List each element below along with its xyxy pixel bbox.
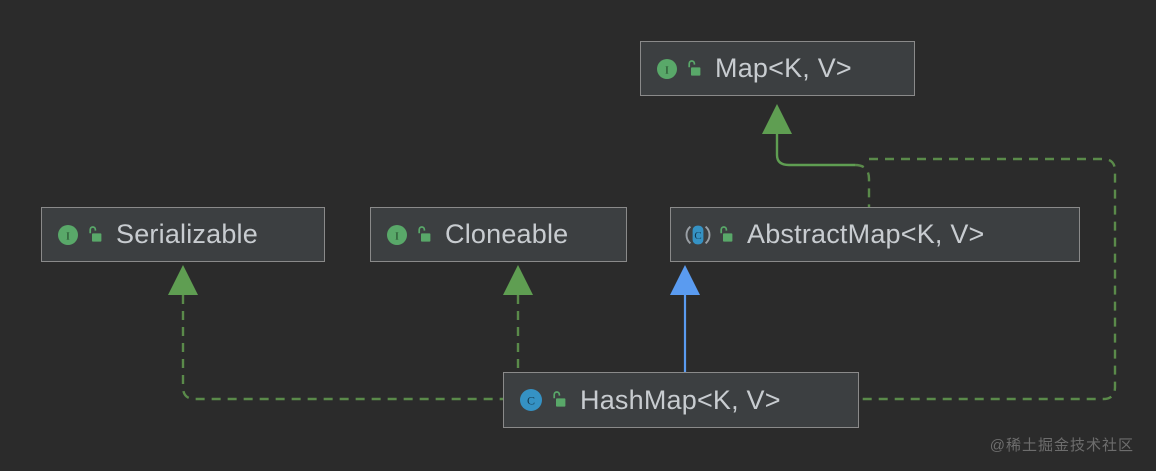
edge-implements-map <box>762 104 1117 401</box>
edge-line-serializable <box>181 295 503 401</box>
edge-trunk-map <box>775 134 855 167</box>
edge-hashmap-implements-cloneable <box>503 265 533 372</box>
node-label: Cloneable <box>445 219 569 249</box>
unlocked-padlock-icon <box>711 225 734 244</box>
node-cloneable[interactable]: I Cloneable <box>370 207 627 262</box>
svg-text:C: C <box>694 230 701 242</box>
svg-text:I: I <box>66 230 70 242</box>
edge-hashmap-implements-map <box>859 157 1117 401</box>
unlocked-padlock-icon <box>80 225 103 244</box>
interface-icon: I <box>655 57 679 81</box>
svg-text:I: I <box>665 64 669 76</box>
node-label: AbstractMap<K, V> <box>747 219 985 249</box>
node-map[interactable]: I Map<K, V> <box>640 41 915 96</box>
interface-icon: I <box>56 223 80 247</box>
node-serializable[interactable]: I Serializable <box>41 207 325 262</box>
unlocked-padlock-icon <box>679 59 702 78</box>
arrowhead-implements-serializable <box>168 265 198 295</box>
edge-hashmap-extends-abstractmap <box>670 265 700 372</box>
arrowhead-implements-cloneable <box>503 265 533 295</box>
node-label: HashMap<K, V> <box>580 384 781 415</box>
arrowhead-implements-map <box>762 104 792 134</box>
arrowhead-extends-abstractmap <box>670 265 700 295</box>
class-icon: C <box>518 387 544 413</box>
abstract-class-icon: C <box>685 223 711 247</box>
edge-hashmap-implements-serializable <box>168 265 503 401</box>
svg-text:I: I <box>395 230 399 242</box>
watermark: @稀土掘金技术社区 <box>989 437 1134 454</box>
svg-text:C: C <box>527 394 535 408</box>
node-label: Serializable <box>116 219 258 249</box>
edge-abstractmap-implements-map <box>854 163 871 207</box>
unlocked-padlock-icon <box>409 225 432 244</box>
node-hashmap[interactable]: C HashMap<K, V> <box>503 372 859 428</box>
node-label: Map<K, V> <box>715 53 852 83</box>
unlocked-padlock-icon <box>544 391 567 409</box>
node-abstractmap[interactable]: C AbstractMap<K, V> <box>670 207 1080 262</box>
interface-icon: I <box>385 223 409 247</box>
